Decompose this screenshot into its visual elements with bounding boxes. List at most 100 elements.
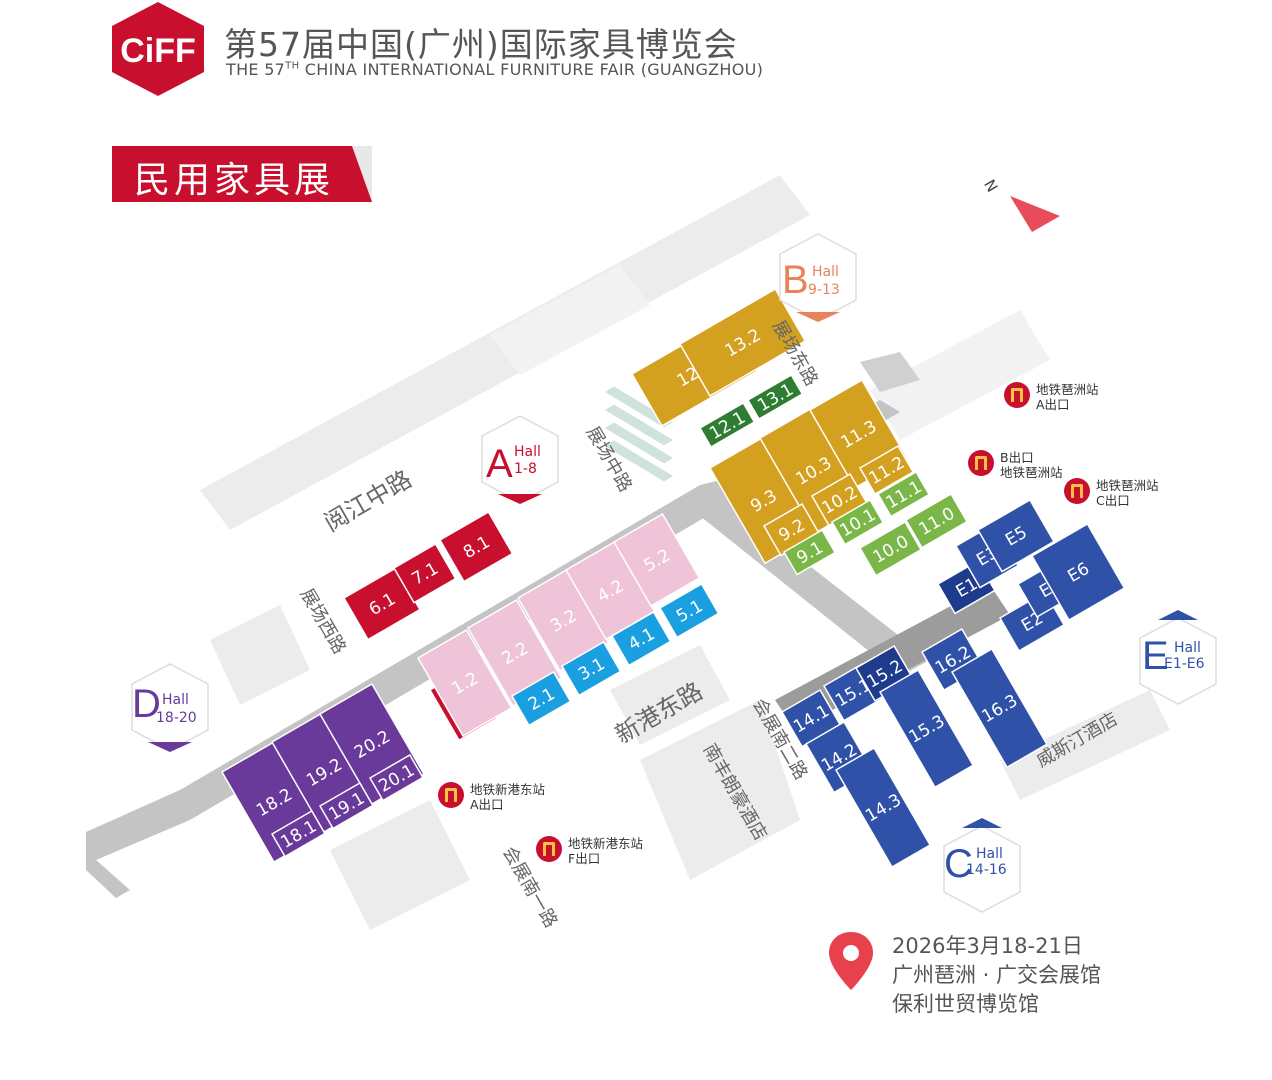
marker-e-letter: E — [1142, 634, 1169, 678]
event-date: 2026年3月18-21日 — [892, 934, 1083, 958]
marker-c-range: 14-16 — [966, 862, 1007, 878]
hall-block-4_2[interactable] — [564, 540, 656, 641]
hall-block-2_1[interactable] — [510, 670, 572, 727]
hall-block-13_1[interactable] — [746, 373, 804, 421]
hall-block-9_1[interactable] — [782, 528, 837, 576]
metro-xingang-a-line1: 地铁新港东站 — [470, 782, 546, 797]
road-zhanchang-xi: 展场西路 — [296, 585, 350, 658]
hall-block-14_3[interactable] — [834, 746, 932, 869]
marker-d-letter: D — [132, 682, 161, 726]
hall-block-18_1[interactable] — [270, 809, 326, 858]
walkway-diagonal — [680, 488, 930, 676]
block-west — [210, 605, 310, 705]
greenhouse-block — [603, 403, 675, 447]
marker-zone-b[interactable]: B Hall 9-13 — [776, 232, 860, 328]
marker-a-hall: Hall — [514, 444, 541, 460]
block-hotel-westin — [1000, 690, 1170, 800]
hall-block-4_1[interactable] — [610, 610, 672, 667]
event-info: 2026年3月18-21日 广州琶洲 · 广交会展馆 保利世贸博览馆 — [892, 932, 1101, 1019]
marker-e-hall: Hall — [1174, 640, 1201, 656]
metro-pazhou-b-line2: 地铁琶洲站 — [1000, 465, 1063, 480]
metro-icon — [968, 450, 994, 476]
road-yuejiang: 阅江中路 — [319, 465, 416, 537]
hall-block-10_0[interactable] — [858, 520, 923, 577]
marker-b-hall: Hall — [812, 264, 839, 280]
hall-block-11_1[interactable] — [876, 470, 931, 518]
compass: N — [980, 177, 1060, 232]
hall-block-3_1[interactable] — [560, 640, 622, 697]
ciff-logo: CiFF — [112, 2, 204, 96]
marker-b-range: 9-13 — [808, 282, 840, 298]
marker-zone-d[interactable]: D Hall 18-20 — [128, 662, 212, 758]
hall-block-5_1[interactable] — [658, 582, 720, 639]
hall-block-E6[interactable] — [1030, 522, 1126, 622]
metro-pazhou-b-line1: B出口 — [1000, 450, 1034, 465]
compass-north-label: N — [980, 177, 1001, 196]
marker-c-hall: Hall — [976, 846, 1003, 862]
block-hotel-nanfeng — [640, 700, 800, 880]
greenhouse-block — [603, 421, 675, 465]
marker-a-range: 1-8 — [514, 461, 537, 477]
hall-block-8_1[interactable] — [438, 510, 514, 583]
metro-pazhou-c-line1: 地铁琶洲站 — [1096, 478, 1159, 493]
hall-block-5_2[interactable] — [612, 512, 701, 608]
page-title: 第57届中国(广州)国际家具博览会 — [224, 25, 738, 64]
event-venue-2: 保利世贸博览馆 — [892, 992, 1039, 1016]
walkway-ne-end — [860, 352, 920, 392]
marker-b-letter: B — [782, 258, 809, 302]
marker-a-letter: A — [486, 442, 513, 486]
hall-block-15_3[interactable] — [878, 668, 975, 789]
hall-block-3_2[interactable] — [516, 568, 610, 672]
event-venue-1: 广州琶洲 · 广交会展馆 — [892, 963, 1102, 987]
hall-block-11_2[interactable] — [858, 444, 915, 496]
marker-zone-e[interactable]: E Hall E1-E6 — [1136, 610, 1220, 706]
marker-zone-a[interactable]: A Hall 1-8 — [478, 414, 562, 510]
hall-block-11_0[interactable] — [904, 492, 969, 549]
hall-blocks: 6.17.18.11.11.22.23.24.25.22.13.14.15.11… — [220, 287, 1126, 869]
block-upper — [490, 265, 650, 375]
hall-block-2_2[interactable] — [466, 598, 563, 707]
hall-block-7_1[interactable] — [392, 542, 457, 604]
metro-xingang-a-line2: A出口 — [470, 797, 504, 812]
metro-icon — [1064, 478, 1090, 504]
hall-block-10_1[interactable] — [830, 498, 885, 546]
metro-icon — [536, 836, 562, 862]
hall-block-19_1[interactable] — [318, 781, 374, 830]
hall-block-12_1[interactable] — [698, 401, 756, 449]
hall-block-20_1[interactable] — [368, 753, 424, 802]
block-south-1 — [610, 645, 730, 745]
compass-arrow — [1010, 196, 1060, 232]
metro-xingang-f-line1: 地铁新港东站 — [568, 836, 644, 851]
metro-xingang-f-line2: F出口 — [568, 851, 601, 866]
hall-block-1_2[interactable] — [416, 628, 513, 737]
marker-d-range: 18-20 — [156, 710, 197, 726]
hall-block-13_2[interactable] — [678, 287, 807, 397]
marker-d-hall: Hall — [162, 692, 189, 708]
marker-zone-c[interactable]: C Hall 14-16 — [940, 818, 1024, 914]
metro-icon — [1004, 382, 1030, 408]
hall-block-6_1[interactable] — [342, 566, 421, 641]
section-badge-bg — [112, 146, 372, 202]
section-badge: 民用家具展 — [134, 160, 335, 201]
metro-icon — [438, 782, 464, 808]
marker-e-range: E1-E6 — [1164, 656, 1205, 672]
block-ne — [870, 310, 1050, 440]
location-pin-icon — [829, 932, 873, 990]
svg-text:CiFF: CiFF — [120, 32, 196, 70]
marker-c-letter: C — [944, 842, 973, 886]
metro-pazhou-b[interactable]: B出口地铁琶洲站 — [968, 450, 1063, 480]
greenhouse-block — [603, 439, 675, 483]
metro-pazhou-a-line2: A出口 — [1036, 397, 1070, 412]
hall-block-E5[interactable] — [976, 498, 1055, 573]
metro-pazhou-a-line1: 地铁琶洲站 — [1036, 382, 1099, 397]
block-south-2 — [330, 800, 470, 930]
page-subtitle: THE 57TH CHINA INTERNATIONAL FURNITURE F… — [226, 60, 764, 79]
hall-block-16_3[interactable] — [950, 647, 1048, 769]
metro-pazhou-c-line2: C出口 — [1096, 493, 1130, 508]
